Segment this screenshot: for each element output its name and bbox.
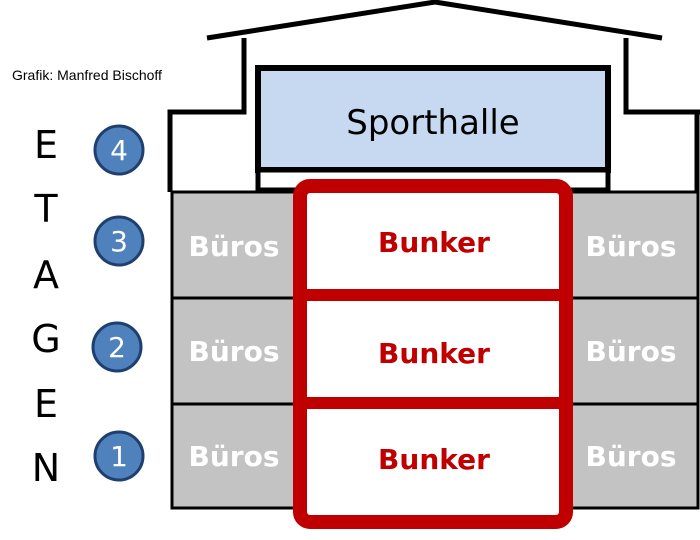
office-floor2-left (170, 296, 302, 406)
office-floor1-left-label: Büros (189, 440, 280, 473)
upper-wall-left (167, 38, 247, 192)
floor-badge-1-label: 1 (110, 440, 128, 473)
upper-wall-right (623, 38, 700, 115)
office-floor1-right (564, 402, 700, 510)
office-floor2-right-label: Büros (586, 335, 677, 368)
office-floor1-right-label: Büros (586, 440, 677, 473)
etagen-letter-1: E (34, 123, 58, 167)
bunker-block (293, 179, 573, 529)
floor-badge-1: 1 (93, 430, 145, 482)
office-floor3-left-label: Büros (189, 230, 280, 263)
roof-outline (206, 0, 663, 41)
etagen-letter-4: G (31, 317, 60, 361)
floor-badge-3-label: 3 (110, 225, 128, 258)
sporthalle-label: Sporthalle (346, 103, 519, 143)
etagen-letter-2: T (33, 187, 58, 231)
bunker-floor3-label: Bunker (378, 226, 490, 259)
etagen-letter-5: E (34, 382, 58, 426)
office-floor3-right-label: Büros (586, 230, 677, 263)
etagen-letter-6: N (32, 446, 60, 490)
bunker-floor1-label: Bunker (378, 443, 490, 476)
floor-badge-3: 3 (93, 215, 145, 267)
floor-badge-4: 4 (93, 124, 145, 176)
office-floor2-left-label: Büros (189, 335, 280, 368)
floor-badge-2-label: 2 (108, 331, 126, 364)
floor-badge-2: 2 (91, 321, 143, 373)
office-floor1-left (170, 402, 302, 510)
credit-text: Grafik: Manfred Bischoff (12, 67, 162, 83)
office-floor3-right (564, 190, 700, 300)
floor-badge-4-label: 4 (110, 134, 128, 167)
etagen-letter-3: A (33, 253, 59, 297)
bunker-floor2-label: Bunker (378, 337, 490, 370)
